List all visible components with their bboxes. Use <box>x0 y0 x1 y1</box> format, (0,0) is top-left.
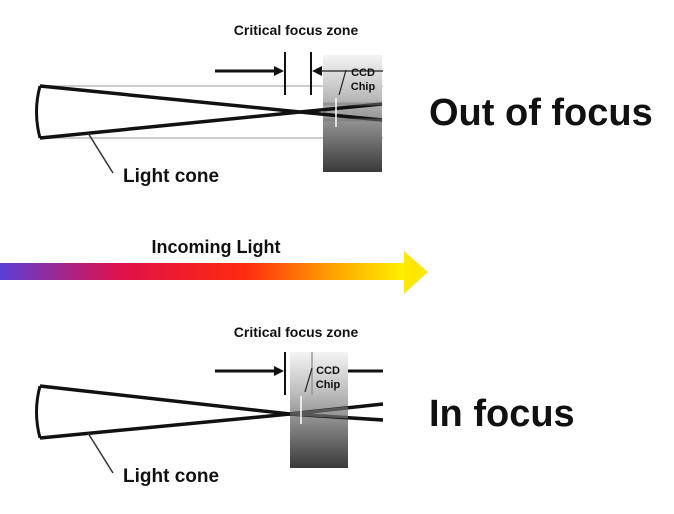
chip-label: CCD <box>351 67 375 79</box>
state-label: In focus <box>429 393 575 435</box>
chip-pointer <box>304 367 313 393</box>
incoming-light-label: Incoming Light <box>152 237 281 257</box>
chip-label: Chip <box>351 81 376 93</box>
zone-label: Critical focus zone <box>234 22 359 38</box>
cone-pointer <box>87 432 114 474</box>
state-label: Out of focus <box>429 92 653 134</box>
out-of-focus-panel: Critical focus zone CCD Chip Light cone … <box>35 22 653 187</box>
arrowhead <box>274 366 284 376</box>
cone-pointer <box>87 132 114 174</box>
cone-label: Light cone <box>123 166 219 187</box>
in-focus-panel: Critical focus zone CCD Chip Light cone … <box>35 324 575 487</box>
cone-label: Light cone <box>123 466 219 487</box>
chip-pointer <box>338 69 347 96</box>
lens-icon <box>35 85 42 139</box>
chip-label: Chip <box>316 379 341 391</box>
arrowhead <box>404 251 428 294</box>
light-bar <box>0 263 406 280</box>
light-ray-bottom <box>39 110 383 140</box>
arrowhead <box>274 66 284 76</box>
chip-label: CCD <box>316 365 340 377</box>
lens-icon <box>35 385 42 439</box>
arrowhead <box>312 66 322 76</box>
incoming-light-arrow: Incoming Light <box>0 237 428 294</box>
zone-label: Critical focus zone <box>234 324 359 340</box>
